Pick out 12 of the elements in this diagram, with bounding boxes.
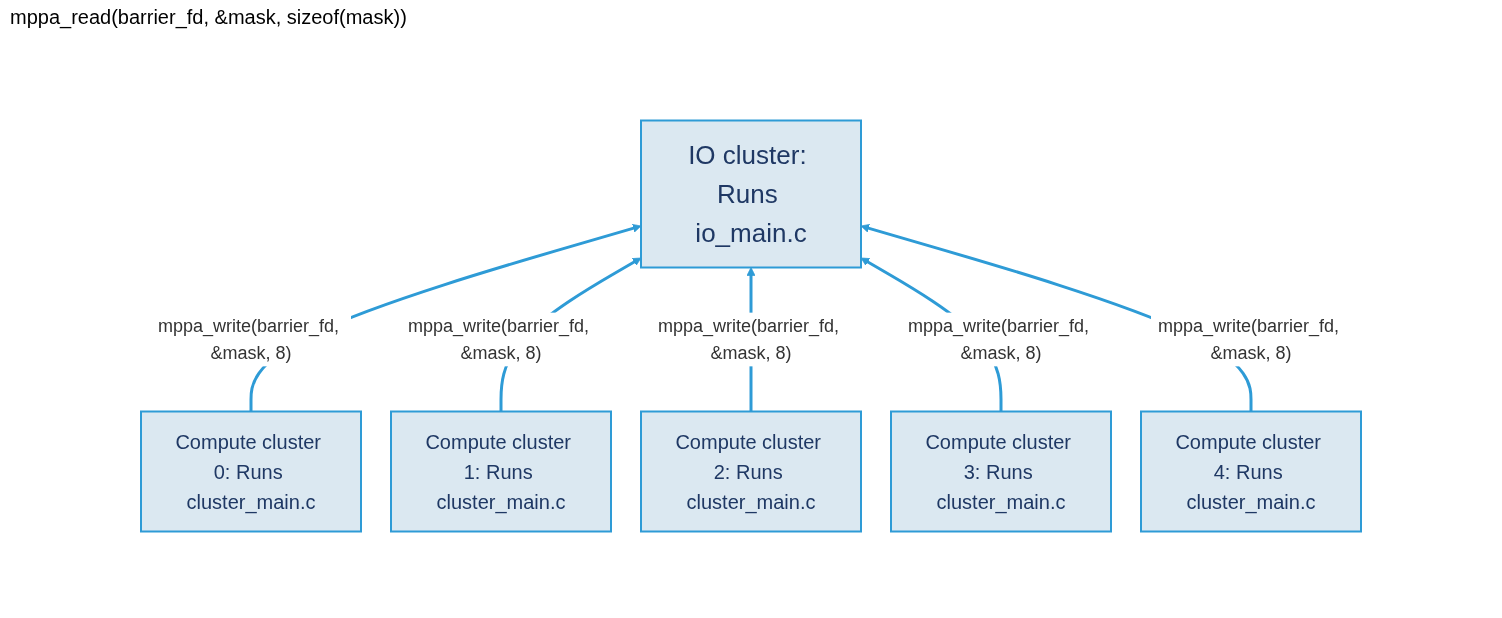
node-box: Compute cluster 1: Runs cluster_main.c: [390, 410, 612, 533]
edge-label: mppa_write(barrier_fd, &mask, 8): [157, 315, 340, 363]
edge-label: mppa_write(barrier_fd, &mask, 8): [907, 315, 1090, 363]
edge-label: mppa_write(barrier_fd, &mask, 8): [407, 315, 590, 363]
node-box: Compute cluster 3: Runs cluster_main.c: [890, 410, 1112, 533]
edge-label: mppa_write(barrier_fd, &mask, 8): [657, 315, 840, 363]
node-box: Compute cluster 0: Runs cluster_main.c: [140, 410, 362, 533]
node-box: Compute cluster 2: Runs cluster_main.c: [640, 410, 862, 533]
edge-label: mppa_write(barrier_fd, &mask, 8): [1157, 315, 1340, 363]
node-box: Compute cluster 4: Runs cluster_main.c: [1140, 410, 1362, 533]
node-box: IO cluster: Runs io_main.c: [640, 119, 862, 269]
code-note: mppa_read(barrier_fd, &mask, sizeof(mask)): [10, 6, 407, 29]
